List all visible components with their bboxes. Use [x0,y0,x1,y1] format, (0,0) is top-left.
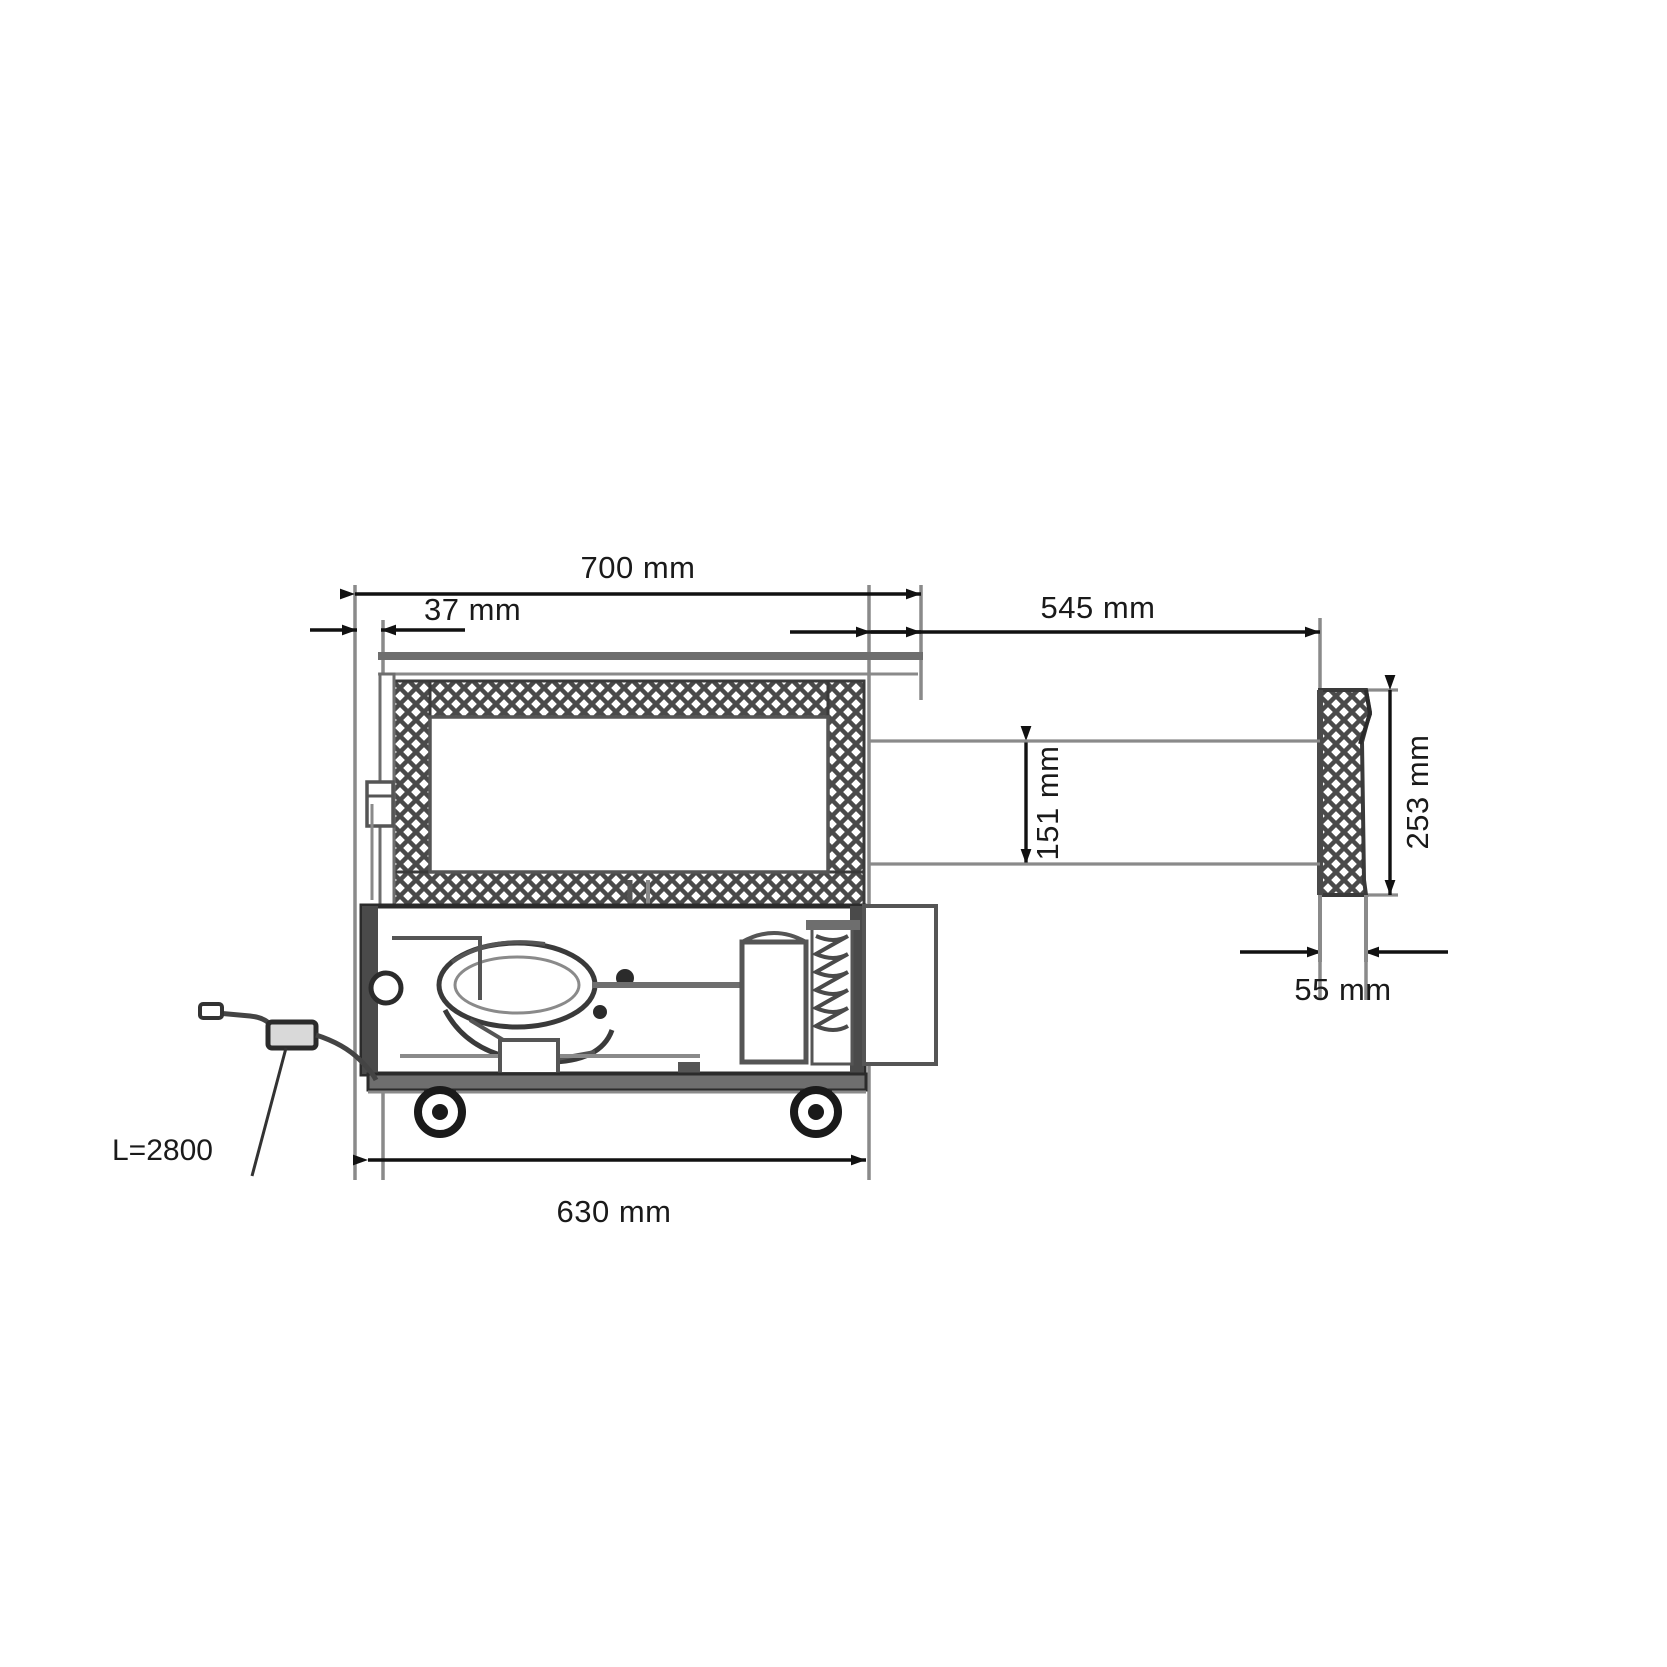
dimension-700mm: 700 mm [340,550,921,600]
top-rail [378,652,923,660]
cord-length-label: L=2800 [112,1134,213,1167]
power-cord-assembly: L=2800 [112,1002,379,1177]
receiver-top [741,931,807,944]
terminal-box [498,1038,560,1076]
dim-label-151mm: 151 mm [1030,746,1065,861]
drain-fitting [678,1062,700,1074]
inner-chamber-outline [428,715,830,874]
dim-label-37mm: 37 mm [424,592,521,627]
inner-chamber-void [430,717,828,872]
compressor-shell-upper [450,940,546,964]
dim-label-55mm: 55 mm [1294,972,1391,1007]
condenser-coil [810,926,854,1066]
dimension-545mm: 545 mm [790,590,1320,638]
rear-panel [862,904,938,1066]
dim-label-700mm: 700 mm [581,550,696,585]
caster-rear [790,1086,842,1138]
caster-front [414,1086,466,1138]
right-panel-profile [1358,689,1373,745]
dim-label-253mm: 253 mm [1400,735,1435,850]
cord-end-cap [198,1002,224,1020]
right-panel-insulation [1318,688,1373,897]
top-insulation-panel [392,679,866,719]
cord-tail [315,1032,379,1082]
leader-line-cord [250,1047,288,1177]
compressor-bracket [392,936,482,1000]
compressor-inner [453,955,581,1015]
cabinet-body [359,652,938,1138]
receiver-vessel [739,939,809,1065]
right-panel-section [921,688,1373,962]
dimension-37mm: 37 mm [310,592,521,636]
dim-label-630mm: 630 mm [557,1194,672,1229]
compressor-port-b [593,1005,607,1019]
plug-body [265,1019,319,1051]
machine-compartment [359,903,938,1077]
dimension-55mm: 55 mm [1240,946,1448,1007]
compressor-mount-bolt [368,970,404,1006]
dimension-630mm: 630 mm [353,1154,866,1229]
condenser-top-bar [806,920,860,930]
dim-label-545mm: 545 mm [1041,590,1156,625]
